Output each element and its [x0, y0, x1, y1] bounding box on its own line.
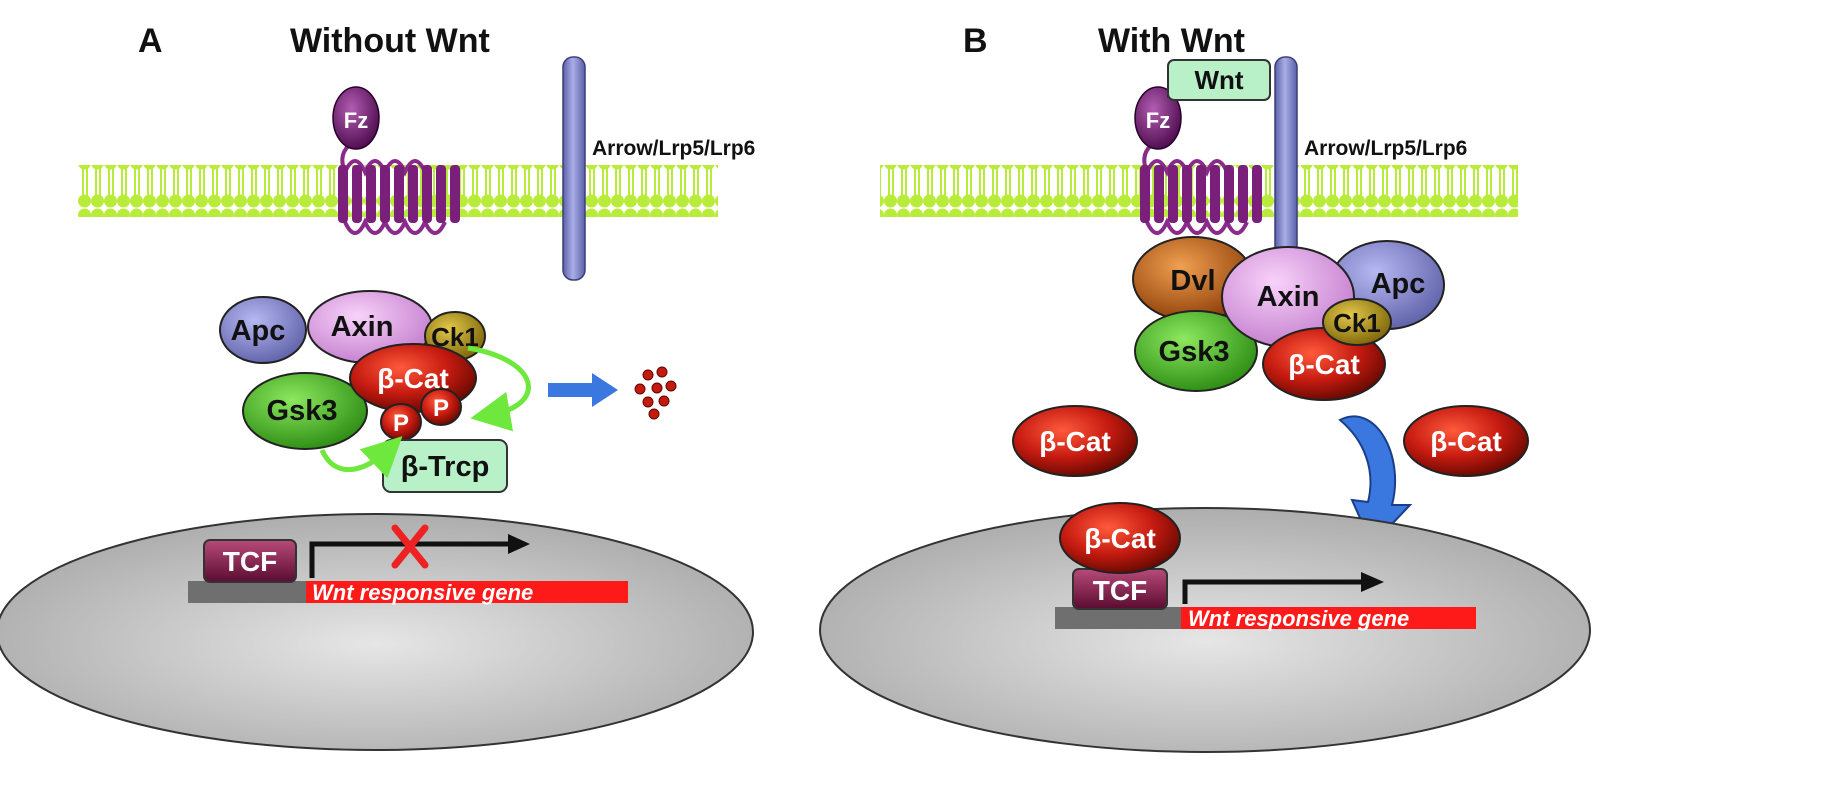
receptor-label-b: Arrow/Lrp5/Lrp6 — [1304, 137, 1467, 160]
gsk3-label-b: Gsk3 — [1159, 336, 1230, 368]
tcf-label-a: TCF — [223, 546, 277, 577]
gene-bar-b — [1181, 607, 1476, 629]
gsk3-label-a: Gsk3 — [267, 395, 338, 427]
fz-label-a: Fz — [344, 108, 368, 133]
tcf-label-b: TCF — [1093, 575, 1147, 606]
receptor-label-a: Arrow/Lrp5/Lrp6 — [592, 137, 755, 160]
beta-cat-nucleus-b — [1059, 502, 1181, 574]
transcription-arrow-b — [1182, 579, 1365, 604]
gene-bar-a — [306, 581, 628, 603]
destruction-complex-a: Apc Axin Ck1 Gsk3 β-Cat P P — [219, 290, 486, 450]
beta-cat-free-left-b — [1012, 405, 1138, 477]
beta-cat-free-right-b — [1403, 405, 1529, 477]
gene-label-a: Wnt responsive gene — [312, 580, 533, 605]
dvl-label-b: Dvl — [1170, 265, 1215, 297]
phospho-label-1-a: P — [393, 410, 409, 437]
beta-cat-complex-label-b: β-Cat — [1288, 349, 1360, 380]
gene-label-b: Wnt responsive gene — [1188, 606, 1409, 631]
nucleus-a — [0, 513, 754, 751]
green-arrow-curve-bottom-a — [319, 436, 403, 479]
frizzled-receptor-a: Fz — [332, 86, 460, 235]
wnt-ligand-b — [1167, 59, 1271, 101]
dna-b — [1055, 607, 1183, 629]
ck1-label-b: Ck1 — [1333, 308, 1381, 338]
panel-b-title: With Wnt — [1098, 22, 1245, 60]
apc-label-a: Apc — [231, 315, 286, 347]
beta-cat-nucleus-label-b: β-Cat — [1084, 523, 1156, 554]
axin-label-a: Axin — [331, 311, 394, 343]
dna-a — [188, 581, 308, 603]
fz-label-b: Fz — [1146, 108, 1170, 133]
degraded-beta-cat-fragments — [634, 366, 677, 420]
gsk3-b — [1134, 310, 1258, 392]
apc-a — [219, 296, 307, 364]
apc-label-b: Apc — [1371, 268, 1426, 300]
trcp-label-a: β-Trcp — [401, 451, 490, 483]
wnt-label-b: Wnt — [1194, 65, 1243, 95]
panel-a-title: Without Wnt — [290, 22, 490, 60]
degradation-arrow-icon — [548, 373, 618, 407]
recruited-complex-b: Apc Dvl Gsk3 Axin β-Cat Ck1 — [1132, 236, 1445, 401]
frizzled-receptor-b: Fz — [1134, 86, 1262, 235]
panel-a: A Without Wnt Fz Arrow/Lrp5/Lrp6 — [0, 22, 755, 751]
beta-cat-free-right-label-b: β-Cat — [1430, 426, 1502, 457]
tcf-a — [203, 539, 297, 583]
axin-label-b: Axin — [1257, 281, 1320, 313]
phospho-2-a — [420, 388, 462, 426]
lrp-receptor-b — [1274, 56, 1298, 273]
nucleus-b — [819, 507, 1591, 753]
ck1-b — [1322, 298, 1392, 346]
green-arrow-curve-right-a — [467, 345, 531, 432]
panel-a-letter: A — [138, 22, 163, 60]
panel-b-letter: B — [963, 22, 988, 60]
beta-cat-free-left-label-b: β-Cat — [1039, 426, 1111, 457]
phospho-label-2-a: P — [433, 395, 449, 422]
transcription-arrow-a — [309, 541, 512, 578]
panel-b: B With Wnt Fz Wnt Arrow/Lrp5/Lrp6 — [819, 22, 1591, 753]
gsk3-a — [242, 372, 368, 450]
lrp-receptor-a — [562, 56, 586, 281]
blocked-transcription-x-icon — [391, 524, 429, 569]
nuclear-translocation-arrow-icon — [1338, 415, 1413, 547]
